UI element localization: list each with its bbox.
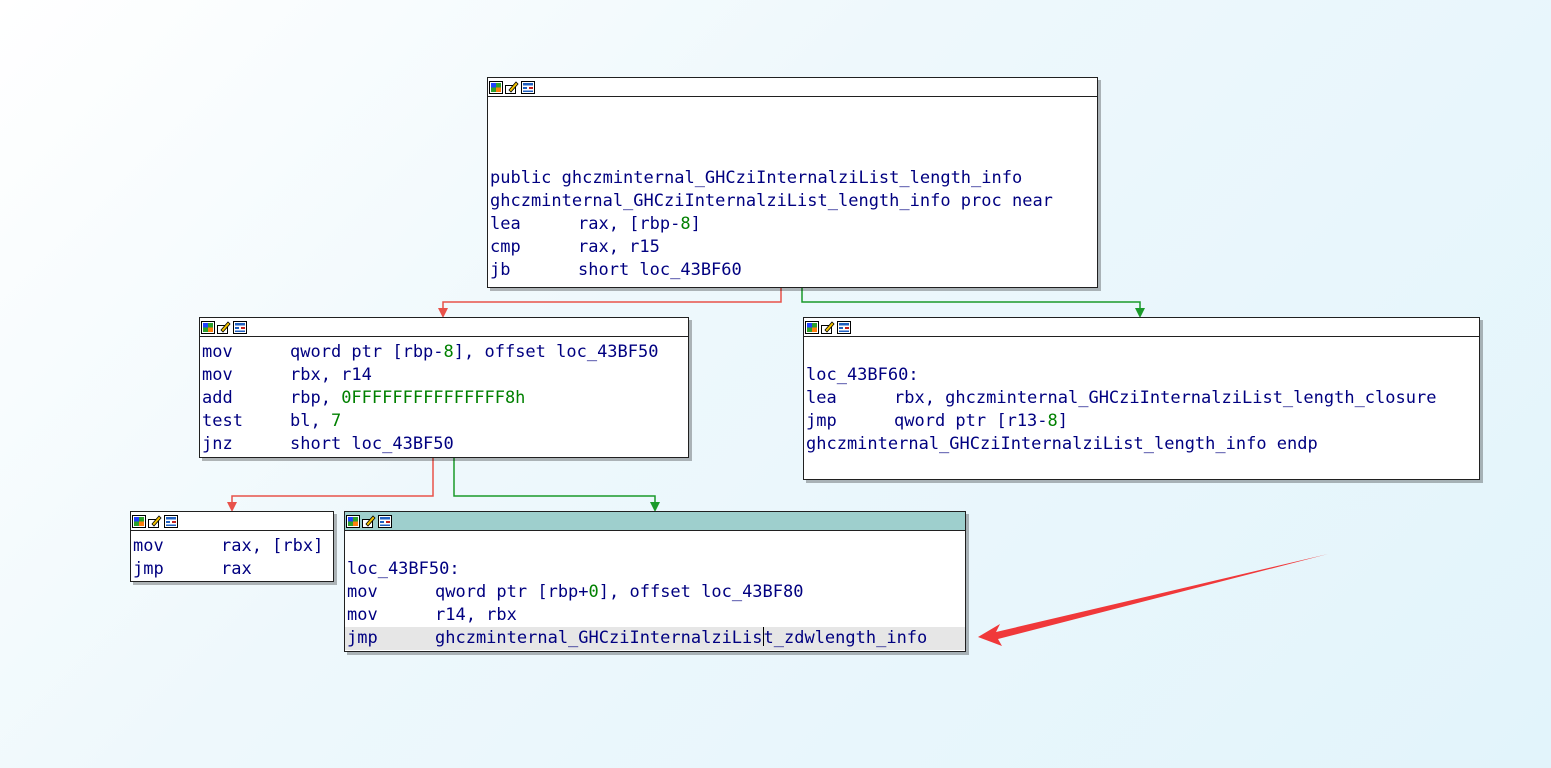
operand: rax, r15	[578, 237, 660, 257]
graph-node-small[interactable]: mov rax, [rbx] jmp rax	[130, 511, 334, 582]
code-line[interactable]: mov rax, [rbx]	[131, 535, 333, 558]
operand: bl,	[290, 411, 331, 431]
graph-view-icon[interactable]	[837, 320, 851, 334]
graph-view-icon[interactable]	[233, 320, 247, 334]
operand: rax, [rbx]	[221, 536, 324, 556]
code-line[interactable]: jmp rax	[131, 558, 333, 581]
code-line[interactable]: loc_43BF50:	[345, 558, 965, 581]
mnemonic: cmp	[490, 237, 521, 257]
code-line[interactable]: loc_43BF60:	[804, 364, 1479, 387]
edge-left-to-target[interactable]	[453, 458, 656, 502]
mnemonic: jb	[490, 260, 511, 280]
node-header-active	[345, 512, 965, 531]
code-line-highlighted[interactable]: jmp ghczminternal_GHCziInternalziList_zdw…	[345, 627, 965, 650]
code-line[interactable]: mov r14, rbx	[345, 604, 965, 627]
code-line[interactable]: public ghczminternal_GHCziInternalziList…	[488, 167, 1097, 190]
color-palette-icon[interactable]	[805, 320, 819, 334]
mnemonic: mov	[347, 582, 378, 602]
operand: ], offset loc_43BF80	[598, 582, 804, 602]
operand: rbx, ghczminternal_GHCziInternalziList_l…	[894, 388, 1437, 408]
code-line[interactable]: ghczminternal_GHCziInternalziList_length…	[488, 190, 1097, 213]
numeric-operand: 0	[588, 582, 599, 602]
mnemonic: mov	[347, 605, 378, 625]
graph-node-target[interactable]: loc_43BF50: mov qword ptr [rbp+0], offset…	[344, 511, 966, 652]
operand: ]	[690, 214, 701, 234]
operand: qword ptr [rbp+	[435, 582, 589, 602]
operand: ], offset loc_43BF50	[453, 342, 659, 362]
mnemonic: lea	[490, 214, 521, 234]
color-palette-icon[interactable]	[489, 80, 503, 94]
code-line[interactable]: jmp qword ptr [r13-8]	[804, 410, 1479, 433]
code-line[interactable]: add rbp, 0FFFFFFFFFFFFFFF8h	[200, 387, 688, 410]
edge-entry-to-left[interactable]	[442, 288, 782, 308]
operand: rbx, r14	[290, 365, 372, 385]
code-label: loc_43BF60:	[806, 365, 919, 385]
operand: short loc_43BF50	[290, 434, 454, 454]
operand: ]	[1057, 411, 1069, 431]
rename-icon[interactable]	[505, 80, 519, 94]
code-line[interactable]: test bl, 7	[200, 410, 688, 433]
code-line[interactable]: mov qword ptr [rbp+0], offset loc_43BF80	[345, 581, 965, 604]
node-header	[804, 318, 1479, 337]
code-line[interactable]: cmp rax, r15	[488, 236, 1097, 259]
operand: ghczminternal_GHCziInternalziLis	[435, 628, 763, 648]
numeric-operand: 8	[680, 214, 691, 234]
graph-view-icon[interactable]	[521, 80, 535, 94]
graph-view-icon[interactable]	[164, 514, 178, 528]
proc-start-declaration: ghczminternal_GHCziInternalziList_length…	[490, 191, 1053, 211]
mnemonic: test	[202, 411, 243, 431]
code-line[interactable]: mov qword ptr [rbp-8], offset loc_43BF50	[200, 341, 688, 364]
color-palette-icon[interactable]	[132, 514, 146, 528]
rename-icon[interactable]	[217, 320, 231, 334]
node-header	[200, 318, 688, 337]
operand: short loc_43BF60	[578, 260, 742, 280]
operand: r14, rbx	[435, 605, 517, 625]
numeric-operand: 7	[330, 411, 342, 431]
code-line[interactable]: lea rax, [rbp-8]	[488, 213, 1097, 236]
mnemonic: jmp	[347, 628, 378, 648]
edge-entry-to-right[interactable]	[801, 288, 1141, 308]
annotation-arrow	[978, 554, 1328, 646]
color-palette-icon[interactable]	[201, 320, 215, 334]
code-line[interactable]: jnz short loc_43BF50	[200, 433, 688, 456]
edge-left-to-small[interactable]	[231, 458, 434, 502]
graph-node-right[interactable]: loc_43BF60: lea rbx, ghczminternal_GHCziI…	[803, 317, 1480, 480]
rename-icon[interactable]	[821, 320, 835, 334]
mnemonic: mov	[133, 536, 164, 556]
node-header	[131, 512, 333, 531]
operand: qword ptr [r13-	[894, 411, 1048, 431]
mnemonic: add	[202, 388, 233, 408]
node-header	[488, 78, 1097, 97]
operand: rbp,	[290, 388, 342, 408]
mnemonic: mov	[202, 342, 233, 362]
code-line[interactable]: ghczminternal_GHCziInternalziList_length…	[804, 433, 1479, 456]
numeric-operand: 8	[443, 342, 454, 362]
mnemonic: jmp	[806, 411, 837, 431]
numeric-operand: 0FFFFFFFFFFFFFFF8h	[341, 388, 526, 408]
graph-node-entry[interactable]: public ghczminternal_GHCziInternalziList…	[487, 77, 1098, 288]
mnemonic: lea	[806, 388, 837, 408]
text-cursor	[762, 627, 764, 646]
operand: t_zdwlength_info	[763, 628, 928, 648]
mnemonic: mov	[202, 365, 233, 385]
numeric-operand: 8	[1047, 411, 1058, 431]
graph-view-icon[interactable]	[378, 514, 392, 528]
code-line[interactable]: lea rbx, ghczminternal_GHCziInternalziLis…	[804, 387, 1479, 410]
mnemonic: jmp	[133, 559, 164, 579]
mnemonic: jnz	[202, 434, 233, 454]
color-palette-icon[interactable]	[346, 514, 360, 528]
operand: rax, [rbp-	[578, 214, 681, 234]
operand: qword ptr [rbp-	[290, 342, 444, 362]
code-line[interactable]: jb short loc_43BF60	[488, 259, 1097, 282]
rename-icon[interactable]	[148, 514, 162, 528]
proc-public-declaration: public ghczminternal_GHCziInternalziList…	[490, 168, 1023, 188]
operand: rax	[221, 559, 252, 579]
proc-end-declaration: ghczminternal_GHCziInternalziList_length…	[806, 434, 1318, 454]
rename-icon[interactable]	[362, 514, 376, 528]
code-label: loc_43BF50:	[347, 559, 460, 579]
code-line[interactable]: mov rbx, r14	[200, 364, 688, 387]
